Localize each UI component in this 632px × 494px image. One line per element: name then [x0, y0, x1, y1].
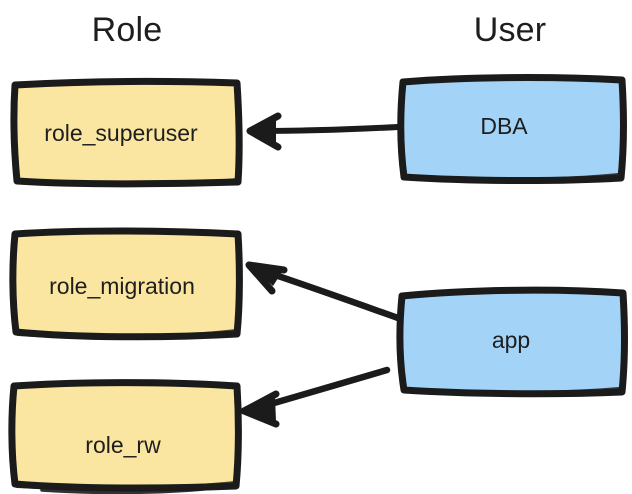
node-dba-shape — [397, 74, 627, 185]
node-role-migration[interactable]: role_migration — [6, 224, 246, 342]
node-role-rw-shape — [8, 379, 242, 494]
node-app[interactable]: app — [394, 282, 628, 398]
edge-dba-to-role-superuser — [246, 112, 401, 151]
node-role-superuser[interactable]: role_superuser — [8, 74, 246, 190]
node-role-superuser-shape — [10, 78, 243, 188]
edge-app-to-role-rw — [240, 366, 391, 428]
node-role-rw[interactable]: role_rw — [4, 376, 244, 494]
column-title-user: User — [473, 11, 547, 49]
node-role-migration-shape — [9, 227, 243, 341]
column-title-role: Role — [91, 11, 163, 49]
edge-app-to-role-migration — [245, 261, 402, 322]
node-dba[interactable]: DBA — [394, 70, 628, 186]
node-app-shape — [396, 286, 628, 398]
